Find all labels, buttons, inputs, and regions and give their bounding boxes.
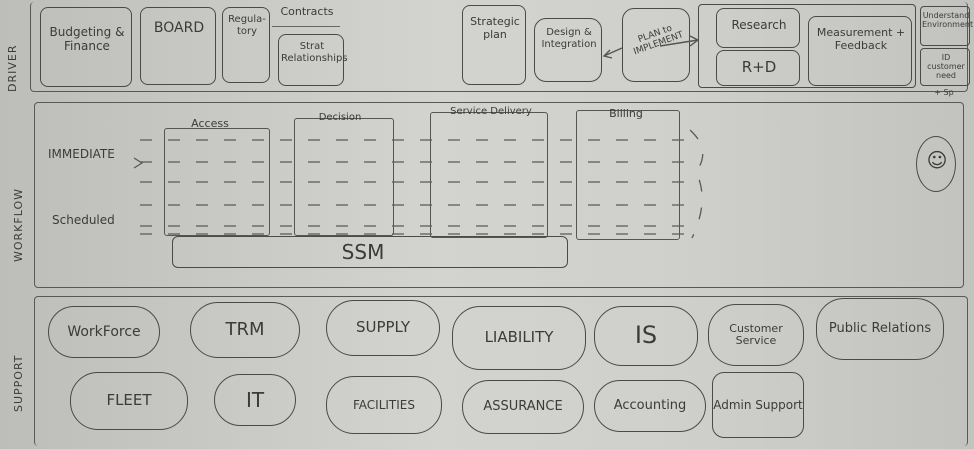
support-fleet: FLEET	[70, 372, 188, 430]
smiley-face: ☺	[916, 136, 956, 192]
strat-label: Strat Relationships	[281, 41, 348, 64]
extra-label: + Sp	[934, 88, 954, 97]
customer-need-box: ID customer need	[920, 48, 970, 86]
support-accounting: Accounting	[594, 380, 706, 432]
board-box: BOARD	[140, 7, 216, 85]
board-label: BOARD	[153, 20, 205, 36]
row-scheduled: Scheduled	[52, 213, 115, 227]
support-supply: SUPPLY	[326, 300, 440, 356]
support-customer-service: Customer Service	[708, 304, 804, 366]
smiley-label: ☺	[926, 148, 948, 172]
support-liability: LIABILITY	[452, 306, 586, 370]
regulatory-label: Regula-tory	[228, 14, 266, 37]
support-workforce: WorkForce	[48, 306, 160, 358]
column-decision-label: Decision	[318, 112, 362, 123]
driver-section	[30, 2, 968, 92]
support-section	[34, 296, 968, 446]
support-trm: TRM	[190, 302, 300, 358]
workflow-section	[34, 102, 964, 288]
contracts-label: Contracts	[280, 5, 334, 18]
column-access-label: Access	[191, 117, 229, 130]
ssm-box: SSM	[172, 236, 568, 268]
support-admin-support: Admin Support	[712, 372, 804, 438]
research-label: Research	[731, 18, 787, 32]
design-label: Design & Integration	[541, 27, 597, 50]
understand-box: Understand Environment	[920, 6, 974, 46]
support-assurance: ASSURANCE	[462, 380, 584, 434]
column-billing	[576, 110, 680, 240]
regulatory-box: Regula-tory	[222, 7, 270, 83]
support-facilities: FACILITIES	[326, 376, 442, 434]
strategic-plan-label: Strategic plan	[470, 15, 520, 41]
measurement-label: Measurement + Feedback	[816, 26, 906, 52]
strat-box: Strat Relationships	[278, 34, 348, 86]
row-immediate: IMMEDIATE	[48, 147, 115, 161]
support-it: IT	[214, 374, 296, 426]
research-group	[698, 4, 916, 88]
support-is: IS	[594, 306, 698, 366]
budgeting-label: Budgeting & Finance	[49, 25, 125, 53]
understand-label: Understand Environment	[922, 11, 974, 30]
budgeting-box: Budgeting & Finance	[40, 7, 132, 87]
research-box: Research	[716, 8, 800, 48]
design-box: Design & Integration	[534, 18, 602, 82]
column-access	[164, 128, 270, 236]
contracts-underline	[272, 26, 340, 27]
column-service-delivery-label: Service Delivery	[450, 106, 532, 117]
column-service-delivery	[430, 112, 548, 238]
column-decision	[294, 118, 394, 236]
customer-need-label: ID customer need	[927, 53, 965, 81]
strategic-plan-box: Strategic plan	[462, 5, 526, 85]
rd-label: R+D	[741, 58, 777, 76]
rd-box: R+D	[716, 50, 800, 86]
support-public-relations: Public Relations	[816, 298, 944, 360]
support-label: SUPPORT	[12, 354, 25, 412]
measurement-box: Measurement + Feedback	[808, 16, 912, 86]
ssm-label: SSM	[341, 240, 385, 264]
column-billing-label: Billing	[609, 107, 643, 120]
plan-implement-box: PLAN to IMPLEMENT	[622, 8, 690, 82]
